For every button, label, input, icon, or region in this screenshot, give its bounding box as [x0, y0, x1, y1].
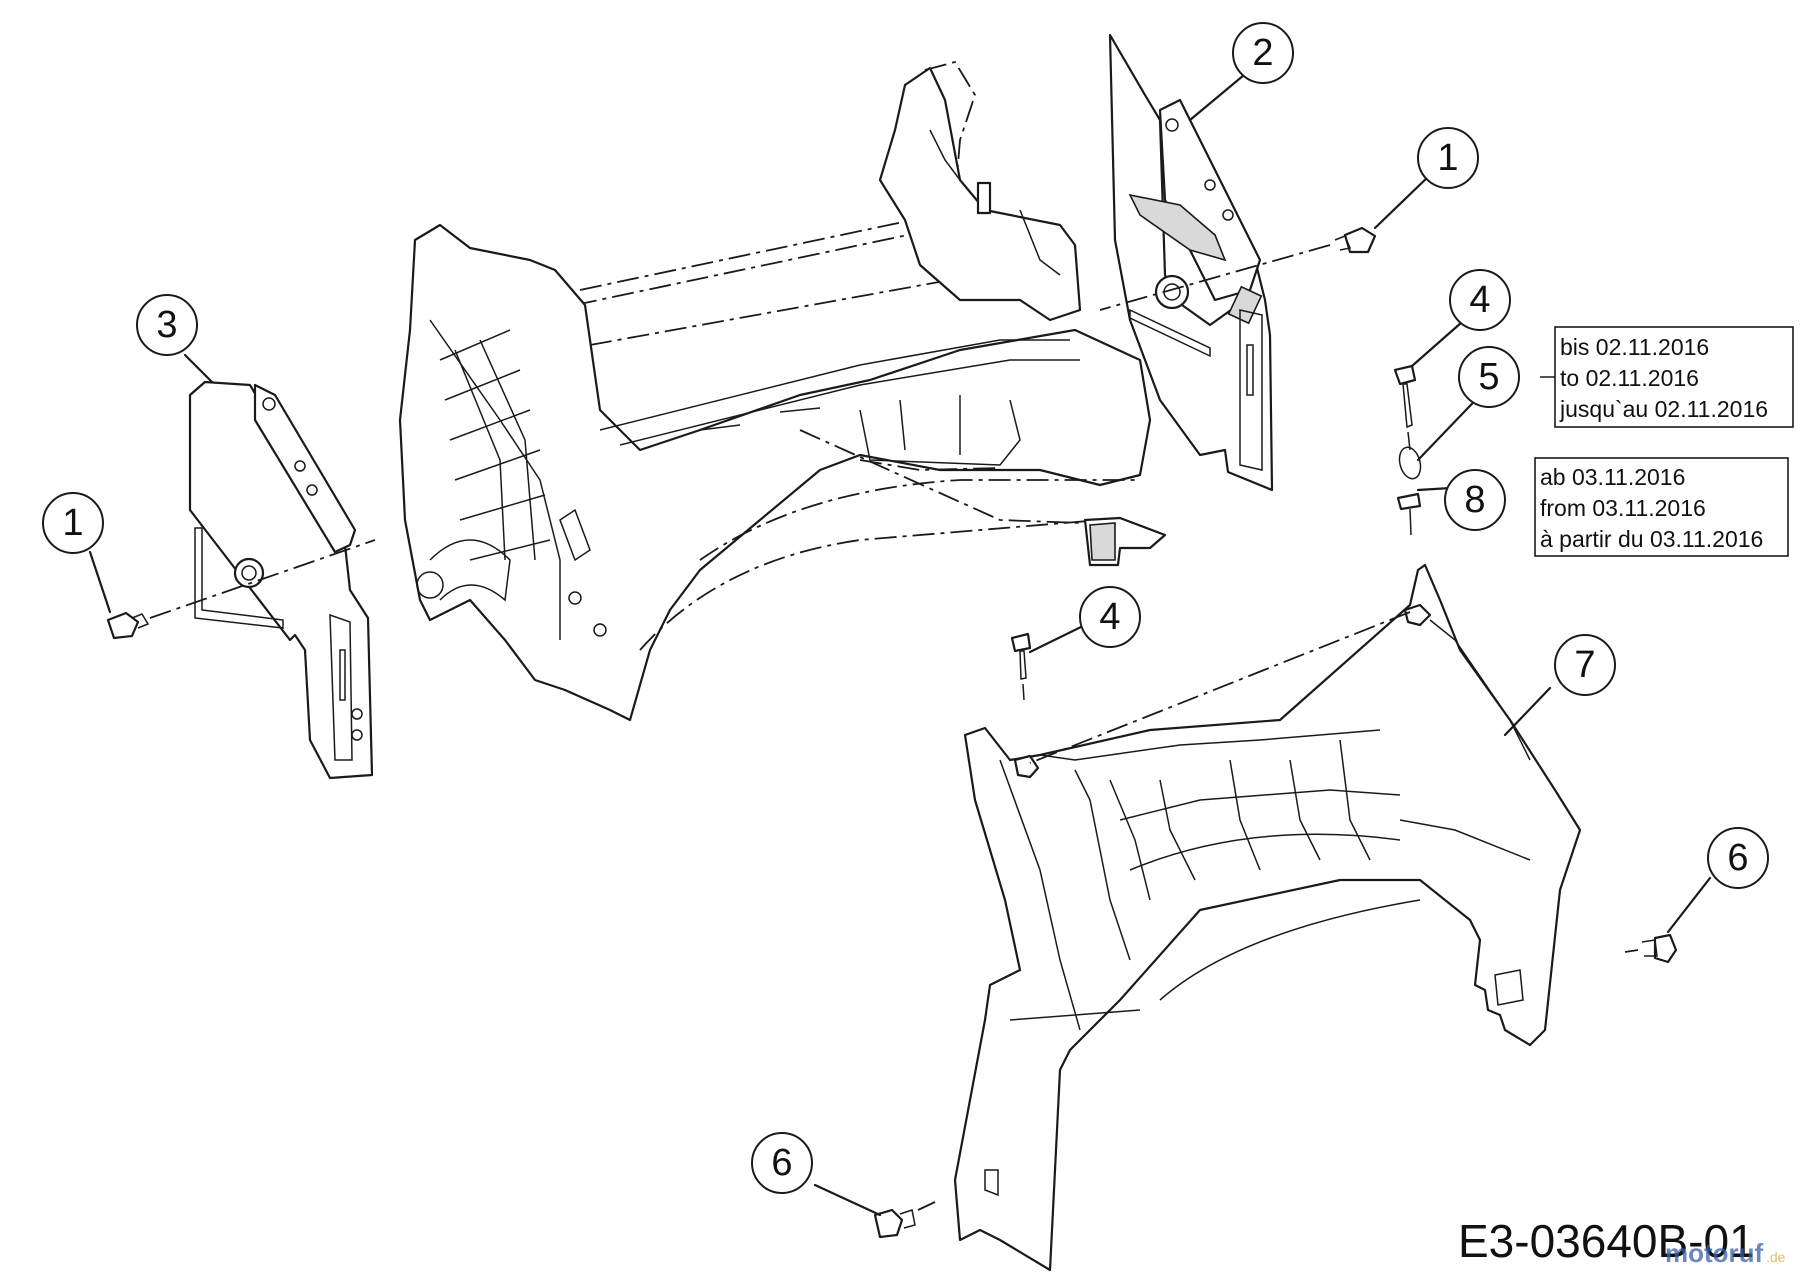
part-3-left-bracket	[188, 380, 374, 780]
svg-text:3: 3	[156, 304, 177, 346]
callout-1-right: 1	[1417, 127, 1479, 189]
part-6-screw-lower	[873, 1201, 936, 1239]
note-after-date: ab 03.11.2016 from 03.11.2016 à partir d…	[1534, 457, 1789, 557]
svg-text:4: 4	[1469, 279, 1490, 321]
callout-6-lower: 6	[751, 1132, 813, 1194]
part-1-screw-right	[1099, 226, 1377, 311]
svg-text:2: 2	[1252, 32, 1273, 74]
part-2-right-bracket	[1108, 33, 1274, 492]
svg-text:1: 1	[62, 502, 83, 544]
callout-1-left: 1	[42, 492, 104, 554]
svg-text:6: 6	[771, 1142, 792, 1184]
part-6-screw-right	[1624, 933, 1678, 964]
part-5-8-pin	[1396, 446, 1422, 536]
svg-text:bis 02.11.2016: bis 02.11.2016	[1560, 334, 1709, 360]
note-before-date: bis 02.11.2016 to 02.11.2016 jusqu`au 02…	[1554, 326, 1794, 428]
svg-text:1: 1	[1437, 137, 1458, 179]
svg-text:7: 7	[1574, 644, 1595, 686]
watermark-logo: motoruf .de	[1665, 1238, 1786, 1268]
svg-text:8: 8	[1464, 479, 1485, 521]
callout-8: 8	[1444, 469, 1506, 531]
svg-text:à partir du 03.11.2016: à partir du 03.11.2016	[1540, 526, 1763, 552]
callout-7: 7	[1554, 634, 1616, 696]
callout-4-upper: 4	[1449, 269, 1511, 331]
svg-text:ab 03.11.2016: ab 03.11.2016	[1540, 464, 1685, 490]
svg-text:to 02.11.2016: to 02.11.2016	[1560, 365, 1699, 391]
callout-5: 5	[1458, 346, 1520, 408]
svg-text:jusqu`au 02.11.2016: jusqu`au 02.11.2016	[1559, 396, 1768, 422]
part-7-cover	[953, 563, 1582, 1272]
callout-2: 2	[1232, 22, 1294, 84]
part-4-screw-lower	[1010, 632, 1032, 701]
svg-text:motoruf: motoruf	[1665, 1238, 1764, 1268]
callout-6-right: 6	[1707, 827, 1769, 889]
svg-text:4: 4	[1099, 596, 1120, 638]
svg-text:5: 5	[1478, 356, 1499, 398]
svg-text:6: 6	[1727, 837, 1748, 879]
part-4-screw-upper	[1393, 364, 1417, 451]
central-housing	[398, 60, 1167, 722]
drawing-code: E3-03640B-01	[1458, 1215, 1755, 1267]
callout-3: 3	[136, 294, 198, 356]
svg-text:from 03.11.2016: from 03.11.2016	[1540, 495, 1706, 521]
callout-4-lower: 4	[1079, 586, 1141, 648]
svg-text:.de: .de	[1766, 1249, 1786, 1265]
part-1-screw-left	[106, 539, 376, 640]
